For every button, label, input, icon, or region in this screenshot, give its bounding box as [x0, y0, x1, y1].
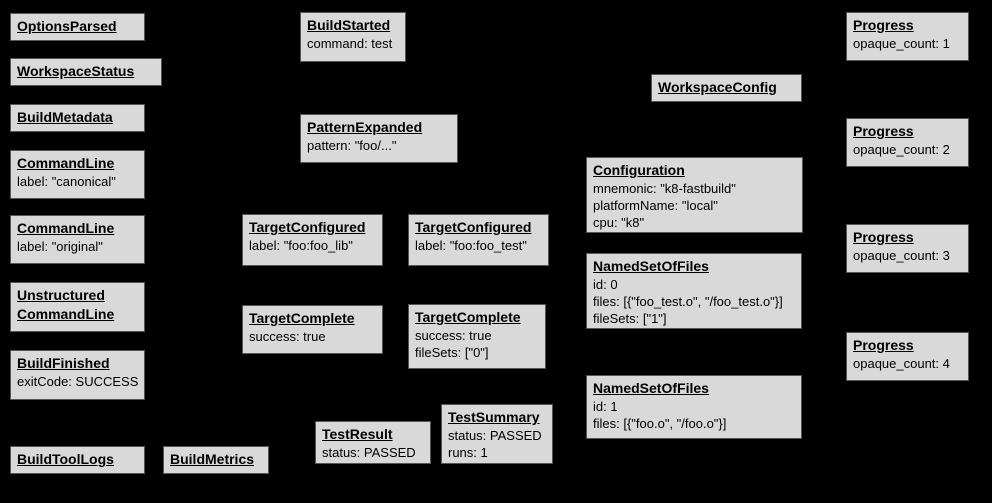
node-title: TargetConfigured [249, 219, 366, 235]
node-target-configured-foo-test: TargetConfigured label: "foo:foo_test" [408, 214, 549, 266]
node-field: label: "foo:foo_test" [415, 238, 527, 253]
node-field: success: true [249, 329, 326, 344]
node-title: Progress [853, 337, 914, 353]
node-configuration: Configuration mnemonic: "k8-fastbuild" p… [586, 157, 803, 233]
node-field: fileSets: ["1"] [593, 311, 667, 326]
node-title: TestResult [322, 426, 393, 442]
node-target-complete-foo-test: TargetComplete success: true fileSets: [… [408, 304, 546, 369]
node-title: BuildMetadata [17, 109, 113, 125]
node-test-result: TestResult status: PASSED [315, 421, 431, 464]
node-target-complete-foo-lib: TargetComplete success: true [242, 305, 383, 354]
node-title: TargetComplete [249, 310, 355, 326]
node-field: id: 0 [593, 277, 618, 292]
node-field: platformName: "local" [593, 198, 718, 213]
node-named-set-of-files-0: NamedSetOfFiles id: 0 files: [{"foo_test… [586, 253, 802, 329]
node-test-summary: TestSummary status: PASSED runs: 1 [441, 404, 553, 464]
node-field: fileSets: ["0"] [415, 345, 489, 360]
node-field: exitCode: SUCCESS [17, 374, 139, 389]
node-title: CommandLine [17, 155, 115, 171]
node-progress-2: Progress opaque_count: 2 [846, 118, 969, 167]
node-field: command: test [307, 36, 393, 51]
node-build-started: BuildStarted command: test [300, 12, 406, 62]
node-title: TargetConfigured [415, 219, 532, 235]
node-command-line-original: CommandLine label: "original" [10, 215, 145, 264]
node-title: NamedSetOfFiles [593, 258, 709, 274]
node-build-metrics: BuildMetrics [163, 446, 269, 474]
node-field: status: PASSED [448, 428, 542, 443]
node-field: opaque_count: 3 [853, 248, 950, 263]
node-title: Progress [853, 229, 914, 245]
node-field: label: "foo:foo_lib" [249, 238, 353, 253]
node-progress-4: Progress opaque_count: 4 [846, 332, 969, 381]
node-title: WorkspaceStatus [17, 63, 135, 79]
node-workspace-status: WorkspaceStatus [10, 58, 162, 86]
node-title: Progress [853, 123, 914, 139]
node-title-line2: CommandLine [17, 306, 115, 322]
node-title: PatternExpanded [307, 119, 423, 135]
node-title: TargetComplete [415, 309, 521, 325]
node-options-parsed: OptionsParsed [10, 13, 145, 41]
node-title: BuildFinished [17, 355, 110, 371]
node-title: BuildMetrics [170, 451, 255, 467]
node-field: id: 1 [593, 399, 618, 414]
node-build-metadata: BuildMetadata [10, 104, 145, 132]
node-field: files: [{"foo.o", "/foo.o"}] [593, 416, 727, 431]
node-field: cpu: "k8" [593, 215, 645, 230]
node-title: WorkspaceConfig [658, 79, 777, 95]
node-title: TestSummary [448, 409, 540, 425]
node-title: BuildStarted [307, 17, 391, 33]
node-title: BuildToolLogs [17, 451, 114, 467]
node-target-configured-foo-lib: TargetConfigured label: "foo:foo_lib" [242, 214, 383, 266]
node-named-set-of-files-1: NamedSetOfFiles id: 1 files: [{"foo.o", … [586, 375, 802, 439]
node-title: OptionsParsed [17, 18, 117, 34]
node-title: Configuration [593, 162, 685, 178]
node-pattern-expanded: PatternExpanded pattern: "foo/..." [300, 114, 458, 163]
node-field: success: true [415, 328, 492, 343]
node-field: opaque_count: 4 [853, 356, 950, 371]
node-field: runs: 1 [448, 445, 488, 460]
node-field: status: PASSED [322, 445, 416, 460]
node-build-finished: BuildFinished exitCode: SUCCESS [10, 350, 146, 400]
node-field: label: "canonical" [17, 174, 116, 189]
node-command-line-canonical: CommandLine label: "canonical" [10, 150, 145, 199]
node-title: Unstructured [17, 287, 105, 303]
node-field: opaque_count: 1 [853, 36, 950, 51]
node-field: opaque_count: 2 [853, 142, 950, 157]
node-field: label: "original" [17, 239, 103, 254]
node-field: pattern: "foo/..." [307, 138, 397, 153]
node-build-tool-logs: BuildToolLogs [10, 446, 145, 474]
node-title: CommandLine [17, 220, 115, 236]
node-progress-1: Progress opaque_count: 1 [846, 12, 969, 61]
node-field: files: [{"foo_test.o", "/foo_test.o"}] [593, 294, 783, 309]
node-progress-3: Progress opaque_count: 3 [846, 224, 969, 273]
node-title: Progress [853, 17, 914, 33]
node-workspace-config: WorkspaceConfig [651, 74, 802, 102]
node-unstructured-command-line: Unstructured CommandLine [10, 282, 145, 332]
node-field: mnemonic: "k8-fastbuild" [593, 181, 736, 196]
node-title: NamedSetOfFiles [593, 380, 709, 396]
